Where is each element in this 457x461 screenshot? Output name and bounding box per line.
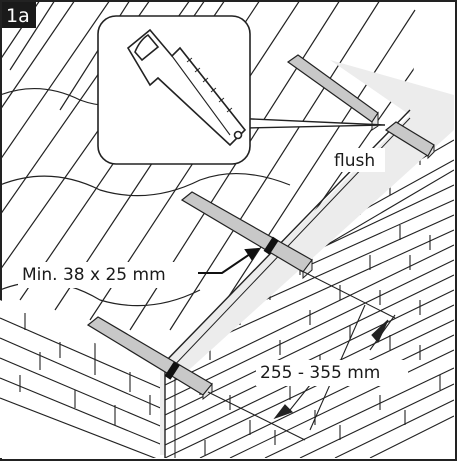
flush-label: flush bbox=[334, 151, 375, 171]
batten-offcut bbox=[384, 121, 435, 160]
spacing-dimension bbox=[207, 269, 396, 441]
hand-saw-icon bbox=[126, 28, 247, 147]
batten-leader-arrow bbox=[198, 247, 260, 274]
batten-bottom bbox=[86, 316, 213, 401]
min-batten-label-bg bbox=[18, 262, 196, 288]
flush-label-bg bbox=[330, 148, 385, 172]
batten-middle bbox=[180, 191, 313, 280]
spacing-label-bg bbox=[256, 360, 408, 386]
saw-inset bbox=[97, 15, 386, 165]
min-batten-label: Min. 38 x 25 mm bbox=[22, 265, 166, 285]
spacing-label: 255 - 355 mm bbox=[260, 363, 380, 383]
step-label: 1a bbox=[6, 5, 30, 27]
step-badge: 1a bbox=[2, 2, 36, 28]
